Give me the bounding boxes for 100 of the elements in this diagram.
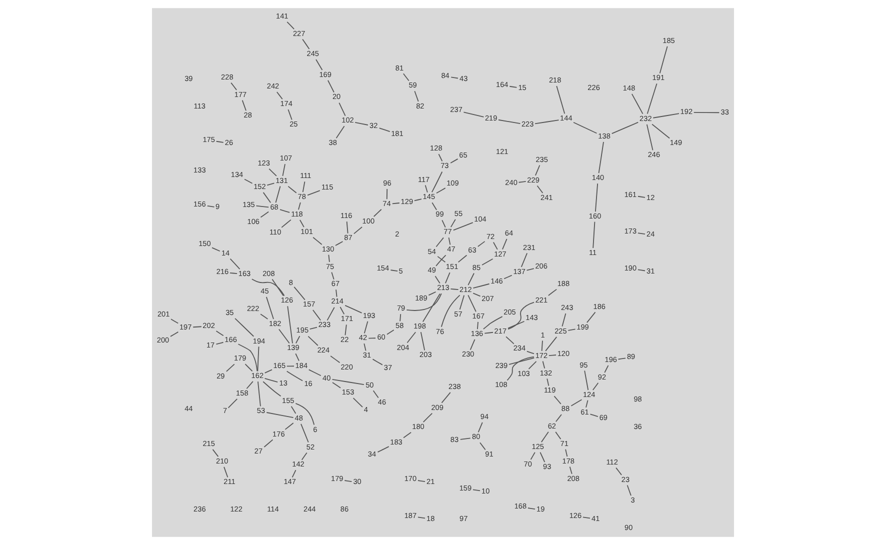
node-text: 86: [340, 504, 348, 514]
connector: [262, 381, 281, 397]
node-text: 188: [556, 278, 570, 288]
connector: [520, 252, 528, 268]
connector: [420, 332, 425, 351]
node-text: 19: [536, 504, 544, 514]
connector: [264, 378, 278, 383]
connector: [368, 338, 376, 339]
node-text: 25: [289, 120, 298, 129]
connector: [344, 324, 346, 336]
node-text: 163: [238, 268, 250, 278]
connector: [302, 38, 310, 50]
node-text: 158: [236, 388, 248, 398]
connector: [467, 272, 474, 286]
connector: [481, 258, 493, 266]
node-text: 235: [535, 154, 548, 164]
connector: [280, 219, 291, 228]
connector: [542, 360, 545, 369]
node-text: 230: [462, 350, 474, 359]
node-text: 133: [193, 165, 206, 174]
connector: [598, 141, 604, 174]
node-text: 145: [422, 192, 435, 202]
node-text: 68: [270, 202, 278, 212]
node-text: 168: [514, 502, 526, 511]
connector: [484, 332, 493, 334]
node-text: 172: [534, 350, 548, 360]
node-text: 55: [454, 208, 462, 218]
node-text: 94: [480, 412, 488, 422]
connector: [223, 466, 228, 478]
node-text: 1: [540, 330, 544, 340]
connector: [450, 218, 456, 228]
connector: [294, 336, 300, 344]
node-text: 150: [198, 239, 210, 248]
node-text: 120: [556, 349, 570, 358]
node-text: 189: [414, 293, 427, 302]
node-text: 154: [376, 264, 389, 273]
node-text: 84: [440, 71, 449, 80]
connector: [508, 358, 534, 365]
connector: [615, 467, 622, 476]
connector: [330, 272, 334, 280]
node-text: 52: [306, 442, 314, 452]
connector: [331, 378, 364, 386]
node-text: 91: [484, 450, 493, 459]
node-text: 179: [330, 474, 343, 484]
node-text: 16: [304, 378, 312, 388]
node-text: 137: [512, 266, 525, 276]
connector: [477, 422, 482, 433]
connector: [507, 320, 524, 329]
node-text: 42: [358, 333, 367, 342]
connector: [534, 164, 540, 176]
node-text: 141: [276, 12, 288, 21]
connector: [339, 306, 344, 315]
connector: [294, 403, 314, 426]
node-text: 144: [560, 114, 572, 123]
node-text: 5: [398, 266, 402, 276]
connector: [274, 186, 280, 204]
node-text: 106: [246, 217, 259, 226]
connector: [518, 181, 526, 183]
node-text: 122: [230, 504, 242, 514]
node-text: 149: [669, 138, 682, 148]
node-text: 29: [216, 371, 224, 380]
node-text: 10: [481, 486, 490, 496]
connector: [567, 328, 576, 331]
node-text: 220: [340, 362, 352, 372]
connector: [266, 412, 294, 418]
connector: [312, 236, 322, 245]
connector: [553, 396, 561, 404]
connector: [308, 369, 321, 376]
node-text: 54: [427, 246, 436, 256]
node-text: 58: [395, 321, 404, 330]
connector: [291, 470, 296, 478]
connector: [286, 370, 302, 382]
connector: [526, 268, 534, 271]
node-text: 114: [266, 504, 278, 514]
connector: [592, 221, 595, 248]
connector: [406, 293, 442, 311]
node-text: 233: [318, 320, 330, 330]
node-text: 219: [484, 113, 497, 122]
node-text: 40: [322, 373, 330, 382]
node-text: 228: [220, 72, 233, 82]
connector: [544, 336, 557, 352]
node-text: 44: [184, 404, 192, 413]
node-text: 209: [430, 402, 443, 412]
node-text: 179: [234, 354, 246, 363]
connector: [354, 122, 368, 126]
node-text: 127: [494, 249, 506, 258]
node-text: 238: [448, 382, 460, 392]
connector: [300, 452, 307, 460]
node-text: 180: [412, 422, 424, 431]
connector: [257, 381, 260, 407]
node-text: 126: [568, 510, 582, 520]
connector: [444, 272, 450, 284]
connector: [306, 190, 320, 196]
node-text: 166: [224, 335, 236, 344]
node-text: 110: [269, 227, 281, 236]
node-text: 32: [369, 120, 378, 130]
node-text: 169: [318, 70, 331, 79]
connector: [692, 112, 720, 114]
node-text: 74: [382, 198, 390, 208]
connector: [462, 112, 484, 118]
